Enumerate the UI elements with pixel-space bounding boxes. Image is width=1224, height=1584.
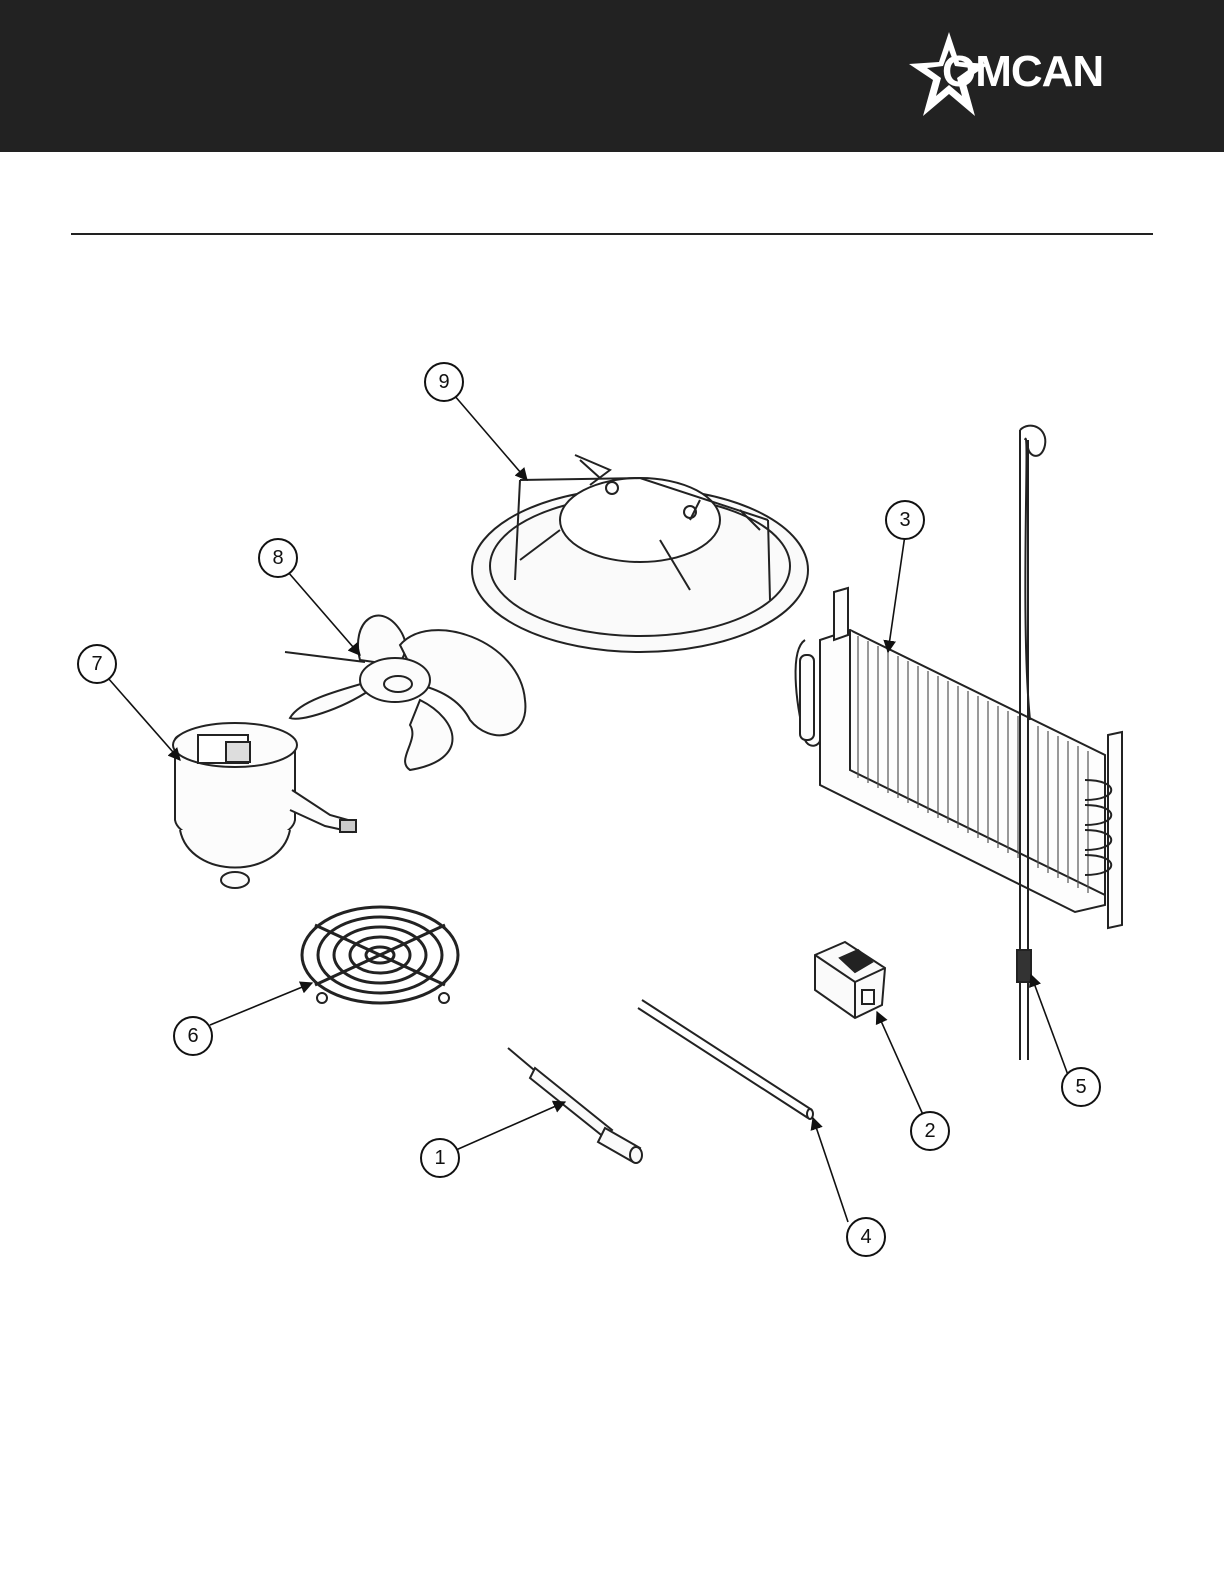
callout-3-label: 3 [899,509,910,531]
tube-illustration [638,1000,813,1119]
callout-7-label: 7 [91,653,102,675]
fan-motor-illustration [173,723,356,888]
callout-1-label: 1 [434,1147,445,1169]
callout-8: 8 [259,539,297,577]
fan-guard-illustration [302,907,458,1003]
callout-7: 7 [78,645,116,683]
callout-6-label: 6 [187,1025,198,1047]
callout-9-label: 9 [438,371,449,393]
callout-6: 6 [174,1017,212,1055]
fan-blade-illustration [285,616,525,770]
callout-4-label: 4 [860,1226,871,1248]
callout-2-label: 2 [924,1120,935,1142]
callout-5-label: 5 [1075,1076,1086,1098]
rocker-switch-illustration [815,942,885,1018]
callout-9: 9 [425,363,463,401]
sensor-probe-illustration [508,1048,642,1163]
evaporator-coil-illustration [796,588,1122,928]
fan-shroud-illustration [472,455,808,652]
callout-5: 5 [1062,1068,1100,1106]
callout-1: 1 [421,1139,459,1177]
callout-2: 2 [911,1112,949,1150]
callout-8-label: 8 [272,547,283,569]
callout-3: 3 [886,501,924,539]
callout-4: 4 [847,1218,885,1256]
